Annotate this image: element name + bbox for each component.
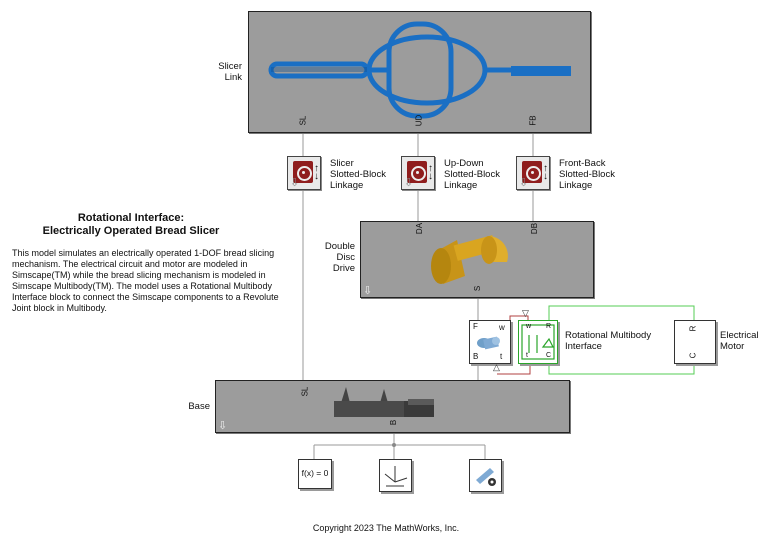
- slicer-link-shape: [268, 21, 571, 119]
- port-revolute-f: F: [473, 322, 478, 331]
- wire-t-signal: [497, 362, 531, 375]
- rotational-interface-label: Rotational Multibody Interface: [565, 330, 652, 352]
- slicer-link-block[interactable]: SL UD FB: [248, 11, 591, 133]
- double-disc-drive-block[interactable]: ⇩ DA DB S: [360, 221, 594, 298]
- port-db: DB: [530, 222, 540, 235]
- front-back-slotted-block-joint[interactable]: ↑↓ ⇩: [516, 156, 550, 190]
- base-label: Base: [188, 401, 210, 412]
- world-frame-block[interactable]: [379, 459, 412, 492]
- base-block[interactable]: ⇩ SL B: [215, 380, 570, 433]
- up-down-slotted-block-joint[interactable]: ↑↓ ⇩: [401, 156, 435, 190]
- disc-corner-icon: ⇩: [363, 285, 373, 297]
- slicer-link-label: Slicer Link: [218, 61, 242, 83]
- port-revolute-b: B: [473, 352, 479, 361]
- port-sl: SL: [298, 115, 308, 126]
- port-interface-c: C: [546, 352, 552, 359]
- port-base-b: B: [389, 419, 399, 426]
- model-description: This model simulates an electrically ope…: [12, 248, 279, 313]
- slicer-slotted-block-joint[interactable]: ↑↓ ⇩: [287, 156, 321, 190]
- world-frame-icon: [384, 466, 408, 487]
- electrical-motor-block[interactable]: R C: [674, 320, 716, 364]
- up-down-slotted-label: Up-Down Slotted-Block Linkage: [444, 158, 500, 191]
- revolute-joint-block[interactable]: F B w t: [469, 320, 511, 364]
- port-motor-r: R: [688, 325, 698, 332]
- double-disc-shape: [431, 235, 508, 284]
- model-title: Rotational Interface: Electrically Opera…: [42, 212, 220, 237]
- port-revolute-w: w: [499, 323, 505, 332]
- port-interface-r: R: [546, 323, 552, 330]
- port-fb: FB: [528, 115, 538, 126]
- slicer-slotted-label: Slicer Slotted-Block Linkage: [330, 158, 386, 191]
- port-interface-t: t: [526, 352, 528, 359]
- port-disc-s: S: [473, 285, 483, 292]
- port-base-sl: SL: [300, 386, 310, 397]
- base-shape: [334, 387, 434, 417]
- base-corner-icon: ⇩: [218, 420, 228, 432]
- double-disc-label: Double Disc Drive: [324, 241, 355, 274]
- revolute-icon: [477, 336, 500, 350]
- signal-arrow-icon-2: △: [493, 362, 500, 372]
- mechanism-config-block[interactable]: [469, 459, 502, 492]
- solver-config-block[interactable]: f(x) = 0: [298, 459, 332, 489]
- port-motor-c: C: [688, 352, 698, 359]
- port-ud: UD: [414, 114, 424, 127]
- wire-junction: [392, 443, 396, 447]
- electrical-motor-label: Electrical Motor: [720, 330, 759, 352]
- signal-arrow-icon: ▽: [522, 308, 529, 318]
- interface-icon: [521, 324, 555, 360]
- port-da: DA: [415, 222, 425, 235]
- copyright-notice: Copyright 2023 The MathWorks, Inc.: [312, 523, 460, 533]
- rotational-interface-block[interactable]: w t R C: [518, 320, 558, 364]
- solver-config-label: f(x) = 0: [301, 468, 329, 478]
- wire-r-electrical: [548, 305, 695, 320]
- port-revolute-t: t: [500, 352, 503, 361]
- wire-c-electrical: [548, 362, 695, 375]
- mechanism-config-icon: [476, 468, 496, 486]
- front-back-slotted-label: Front-Back Slotted-Block Linkage: [559, 158, 615, 191]
- port-interface-w: w: [526, 323, 532, 330]
